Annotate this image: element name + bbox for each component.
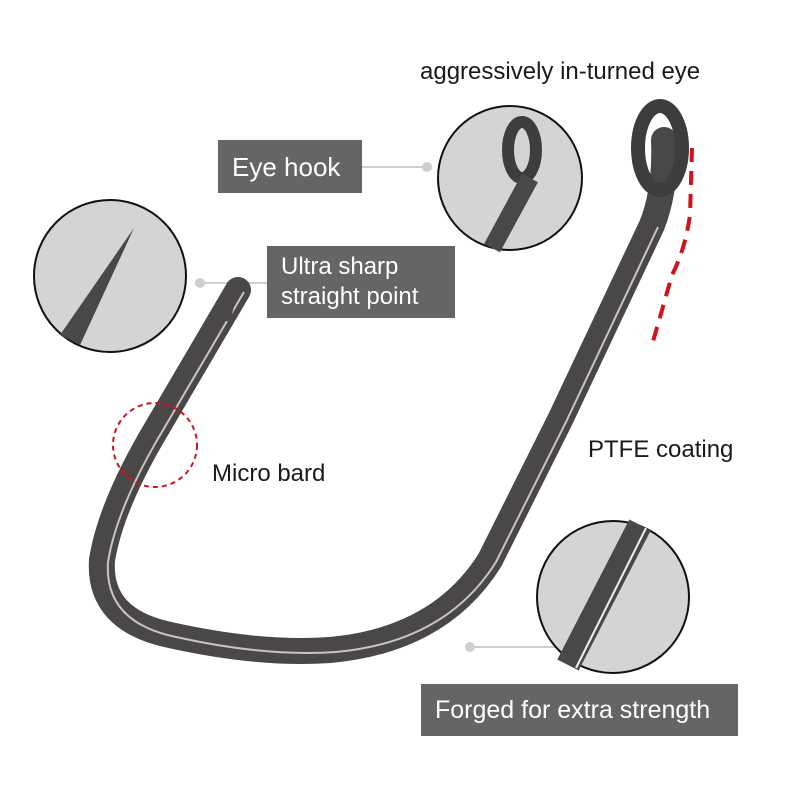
hook	[88, 99, 689, 664]
forged-text: Forged for extra strength	[435, 696, 711, 724]
eye-hook-label: Eye hook	[218, 140, 362, 193]
point-detail-circle	[33, 199, 187, 353]
forged-detail-circle	[536, 519, 690, 674]
point-line-2: straight point	[281, 283, 419, 310]
coating-highlight	[650, 147, 694, 346]
eye-detail-circle	[437, 105, 583, 253]
forged-label: Forged for extra strength	[421, 684, 738, 736]
coating-label: PTFE coating	[588, 436, 734, 463]
eye-hook-text: Eye hook	[232, 151, 341, 182]
point-label: Ultra sharp straight point	[267, 246, 455, 318]
eye-caption: aggressively in-turned eye	[420, 58, 701, 85]
point-line-1: Ultra sharp	[281, 253, 399, 280]
micro-barb-highlight	[112, 402, 198, 488]
micro-barb-label: Micro bard	[212, 460, 326, 487]
